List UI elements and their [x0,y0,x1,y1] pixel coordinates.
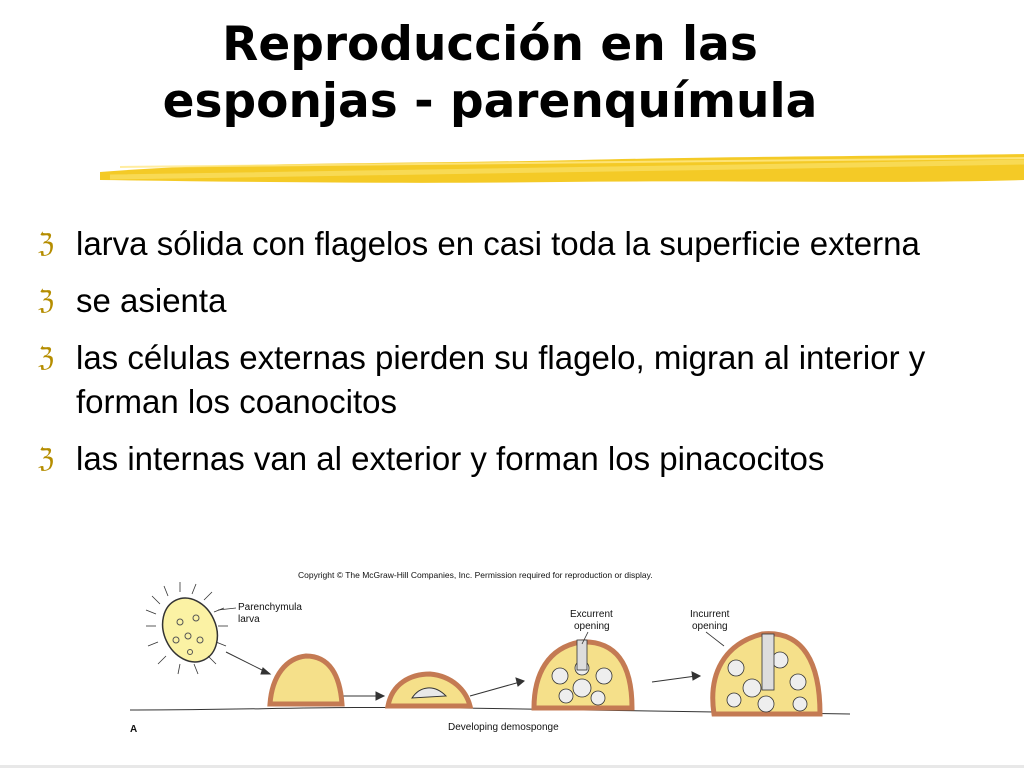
bullet-item: ℨ larva sólida con flagelos en casi toda… [38,222,998,266]
parenchymula-larva-illustration [145,582,228,675]
title-line-1: Reproducción en las [222,17,758,72]
z-bullet-icon: ℨ [38,286,55,316]
highlighter-stroke [100,154,1024,183]
demosponge-figure: Copyright © The McGraw-Hill Companies, I… [130,570,850,735]
slide-title: Reproducción en las esponjas - parenquím… [60,16,920,130]
label-incurrent: Incurrent [690,609,730,620]
z-bullet-icon: ℨ [38,444,55,474]
bullet-item: ℨ las internas van al exterior y forman … [38,437,998,481]
bullet-text: larva sólida con flagelos en casi toda l… [76,225,920,262]
bullet-text: las células externas pierden su flagelo,… [76,339,926,420]
footer-divider [0,765,1024,768]
label-parenchymula: Parenchymula [238,602,302,613]
bullet-text: se asienta [76,282,227,319]
label-incurrent-opening: opening [692,621,728,632]
figure-caption: Developing demosponge [448,722,559,733]
panel-letter: A [130,724,137,735]
label-excurrent-opening: opening [574,621,610,632]
figure-copyright: Copyright © The McGraw-Hill Companies, I… [298,570,653,580]
bullet-item: ℨ las células externas pierden su flagel… [38,336,998,424]
z-bullet-icon: ℨ [38,343,55,373]
bullet-text: las internas van al exterior y forman lo… [76,440,825,477]
bullet-list: ℨ larva sólida con flagelos en casi toda… [38,222,998,494]
bullet-item: ℨ se asienta [38,279,998,323]
label-larva: larva [238,614,260,625]
z-bullet-icon: ℨ [38,229,55,259]
title-line-2: esponjas - parenquímula [162,74,818,129]
label-excurrent: Excurrent [570,609,613,620]
